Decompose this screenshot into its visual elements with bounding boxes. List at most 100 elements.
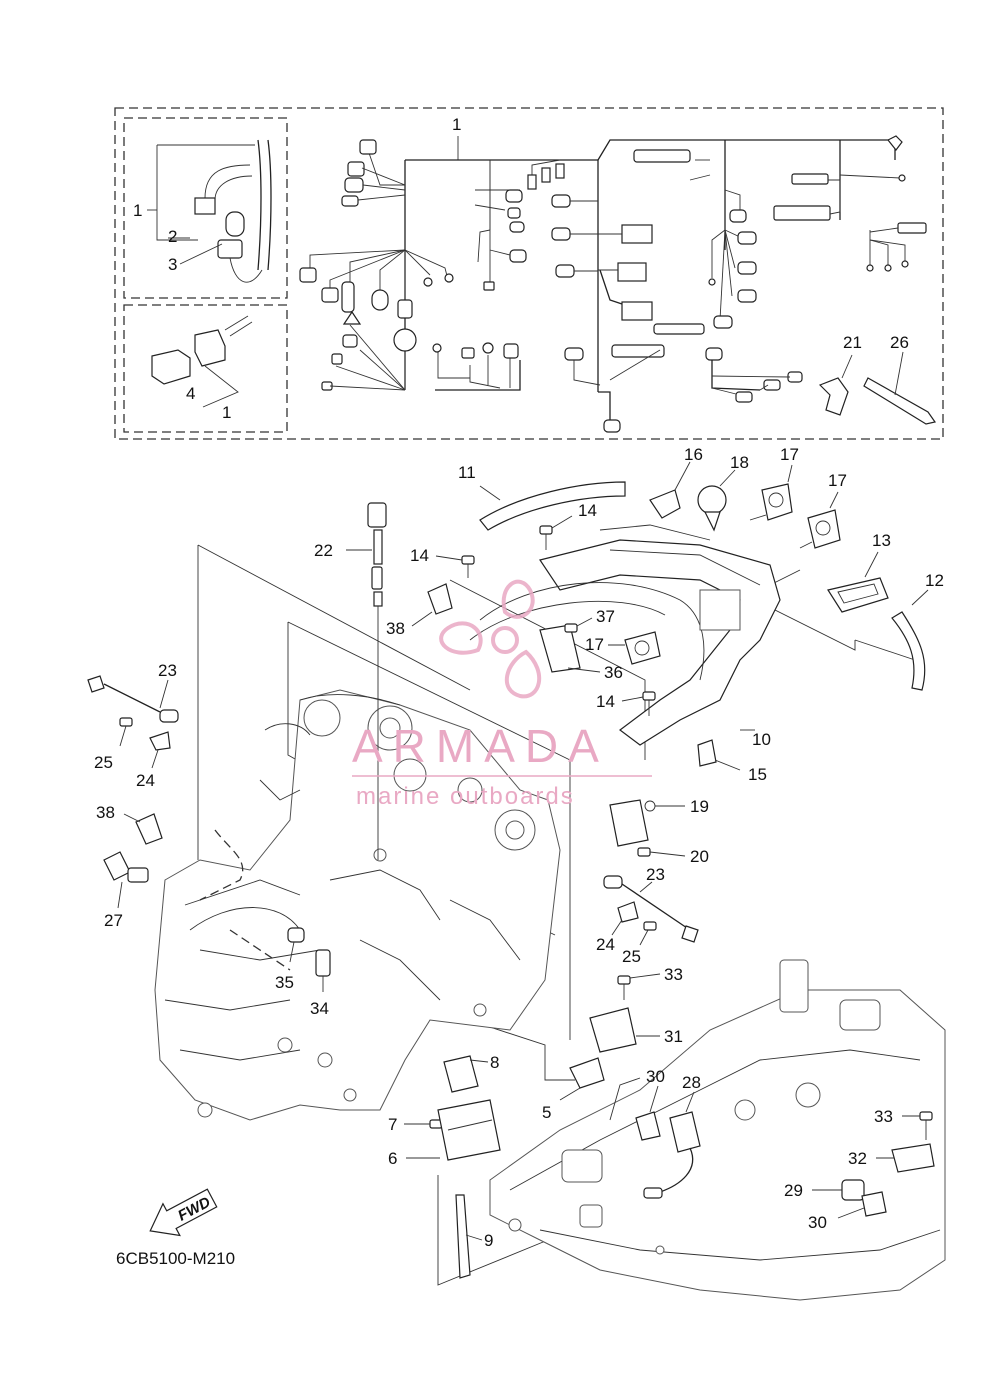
part17-clip-a [749,464,793,521]
callout-main-harness: 1 [452,115,461,134]
callout-p24a: 24 [136,771,155,790]
part18-clip [697,469,736,532]
part11-hose [479,481,626,531]
callout-p26: 26 [890,333,909,352]
callout-p25b: 25 [622,947,641,966]
part17-clip-c [624,631,661,665]
callout-p18: 18 [730,453,749,472]
callout-p33b: 33 [874,1107,893,1126]
callout-p28: 28 [682,1073,701,1092]
part30-holder-b [837,1191,887,1219]
part38-clip-b [123,813,163,845]
fwd-arrow-icon: FWD [149,1188,218,1237]
callout-p17a: 17 [780,445,799,464]
part9-cable-tie [455,1194,483,1279]
callout-p12: 12 [925,571,944,590]
callout-p30b: 30 [808,1213,827,1232]
part17-clip-b [799,491,841,549]
engine-block [154,689,561,1121]
inset-box-2 [123,304,288,433]
callout-p27: 27 [104,911,123,930]
callout-p17c: 17 [585,635,604,654]
inset1-harness-drawing [156,139,272,283]
part14-bolt-c [642,691,656,716]
callout-p16: 16 [684,445,703,464]
part8-clip [443,1055,489,1093]
part31-holder [589,1007,660,1053]
watermark-logo [439,579,542,699]
part24-clip-a [149,731,171,769]
part22-sensor [346,502,387,860]
part23-sensor-lead-a [87,675,179,723]
part29-cap [812,1179,865,1201]
callout-p10: 10 [752,730,771,749]
callout-p6: 6 [388,1149,397,1168]
callout-p35: 35 [275,973,294,992]
inset2-connector-drawing [151,315,253,408]
callout-p9: 9 [484,1231,493,1250]
part28-switch [643,1091,701,1199]
callout-p14c: 14 [596,692,615,711]
callout-inset1-part3: 3 [168,255,177,274]
harness-detail-box [114,107,944,440]
callout-p20: 20 [690,847,709,866]
part25-bolt-a [119,717,133,747]
callout-p14b: 14 [410,546,429,565]
watermark-title: ARMADA [352,720,609,772]
callout-p30a: 30 [646,1067,665,1086]
part14-bolt-b [461,555,475,578]
callout-p22: 22 [314,541,333,560]
part10-bracket [469,524,781,746]
callout-inset2-harness: 1 [222,403,231,422]
part27-sensor [103,851,149,909]
callout-p14a: 14 [578,501,597,520]
callout-p15: 15 [748,765,767,784]
part14-bolt-a [539,515,573,550]
callout-p25a: 25 [94,753,113,772]
part7-bolt [404,1119,443,1129]
part30-holder-a [635,1085,661,1141]
part24-clip-b [611,901,639,936]
part35-grommet [287,927,305,963]
callout-inset1-part2: 2 [168,227,177,246]
inset-box-1 [123,117,288,299]
part5-clamp [559,1057,605,1101]
callout-p31: 31 [664,1027,683,1046]
callout-p36: 36 [604,663,623,682]
part32-holder [876,1143,935,1173]
callout-p29: 29 [784,1181,803,1200]
callout-p23b: 23 [646,865,665,884]
part16-clip [649,461,691,519]
callout-p19: 19 [690,797,709,816]
part25-bolt-b [639,921,657,946]
callout-p11: 11 [458,463,476,482]
part36-bracket [539,624,601,673]
part19-plate [609,799,685,847]
bottom-cowling [489,959,946,1301]
callout-p33a: 33 [664,965,683,984]
part21-clamp [818,354,853,416]
part26-cable-tie [863,351,937,425]
part33-bolt-b [902,1111,933,1140]
part38-clip-a [411,583,453,627]
callout-p38b: 38 [96,803,115,822]
callout-p32: 32 [848,1149,867,1168]
part20-bolt [637,847,686,857]
part33-bolt-a [617,973,661,1000]
assembly-reference-lines [197,544,916,1286]
part34-sensor [315,949,331,992]
callout-inset1-harness: 1 [133,201,142,220]
callout-p21: 21 [843,333,862,352]
watermark-subtitle: marine outboards [356,783,575,810]
callout-p34: 34 [310,999,329,1018]
callout-p37: 37 [596,607,615,626]
callout-p24b: 24 [596,935,615,954]
part15-clip [697,739,741,771]
callout-p13: 13 [872,531,891,550]
diagram-code: 6CB5100-M210 [116,1249,235,1268]
callout-p38a: 38 [386,619,405,638]
part37-bolt [564,617,593,633]
callout-inset2-part4: 4 [186,384,195,403]
part12-strap [891,589,929,691]
